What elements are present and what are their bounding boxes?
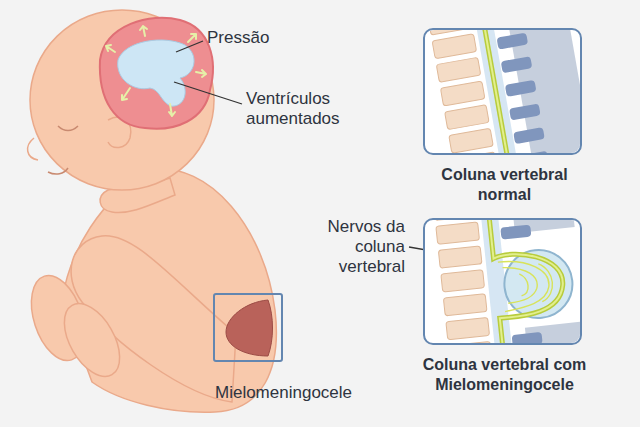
baby-figure	[22, 10, 277, 412]
panel-caption: Coluna vertebral com Mielomeningocele	[389, 355, 621, 395]
mmc-spine	[443, 294, 487, 316]
mmc-spine	[519, 273, 529, 296]
normal-spine	[436, 57, 480, 82]
pressure-arrows	[188, 34, 196, 42]
callout-label: Nervos da coluna vertebral	[295, 217, 405, 277]
baby-figure	[62, 169, 276, 412]
normal-spine	[480, 30, 513, 153]
brain	[100, 18, 213, 129]
panel-caption: Coluna vertebral normal	[420, 165, 590, 205]
normal-spine	[432, 34, 476, 59]
leader-line	[176, 41, 203, 52]
leader-line	[174, 82, 242, 104]
mmc-spine	[436, 222, 480, 244]
lesion-box: Mielomeningocele	[213, 293, 283, 362]
mmc-spine	[486, 220, 571, 343]
mmc-spine	[498, 257, 555, 312]
normal-spine	[497, 33, 529, 50]
normal-spine	[509, 103, 541, 120]
normal-spine	[517, 151, 549, 153]
baby-figure	[28, 138, 38, 160]
baby-figure	[53, 294, 131, 385]
pressure-arrows	[106, 45, 115, 52]
normal-spine	[501, 56, 533, 73]
mmc-spine	[438, 246, 482, 268]
pressure-arrows	[122, 88, 130, 100]
panel-caption: Mielomeningocele	[215, 383, 385, 403]
normal-spine	[480, 30, 513, 153]
mmc-spine	[486, 220, 571, 343]
pressure-arrows	[196, 70, 206, 77]
normal-spine	[453, 152, 497, 153]
mmc-spine	[538, 263, 554, 302]
brain	[100, 18, 213, 129]
normal-spine	[427, 30, 580, 153]
mmc-spine	[433, 220, 580, 343]
callout-label: Ventrículos aumentados	[246, 89, 381, 129]
normal-spine	[440, 81, 484, 106]
normal-spine	[449, 128, 493, 153]
pressure-arrows	[140, 26, 147, 36]
normal-spine	[513, 127, 545, 144]
normal-spine	[428, 30, 472, 35]
normal-spine	[427, 30, 580, 153]
mmc-spine	[433, 220, 580, 343]
mmc-spine	[498, 257, 551, 312]
baby-figure	[30, 10, 214, 190]
pressure-arrows	[169, 104, 175, 116]
baby-figure	[58, 126, 78, 131]
mmc-spine	[448, 341, 492, 343]
spine-panel: Coluna vertebral normal	[423, 28, 582, 155]
callout-label: Pressão	[207, 28, 317, 48]
mmc-spine	[503, 264, 539, 303]
mmc-spine	[500, 225, 531, 240]
baby-figure	[48, 168, 68, 174]
mmc-spine	[433, 220, 477, 221]
mmc-spine	[446, 317, 490, 339]
normal-spine	[505, 80, 537, 97]
pressure-arrows	[106, 26, 206, 116]
normal-spine	[445, 105, 489, 130]
mmc-spine	[441, 270, 485, 292]
mmc-spine	[433, 220, 492, 343]
spine-panel: Coluna vertebral com Mielomeningocele	[423, 218, 582, 345]
mmc-spine	[512, 332, 543, 343]
lesion	[226, 300, 273, 356]
normal-spine	[504, 30, 580, 153]
